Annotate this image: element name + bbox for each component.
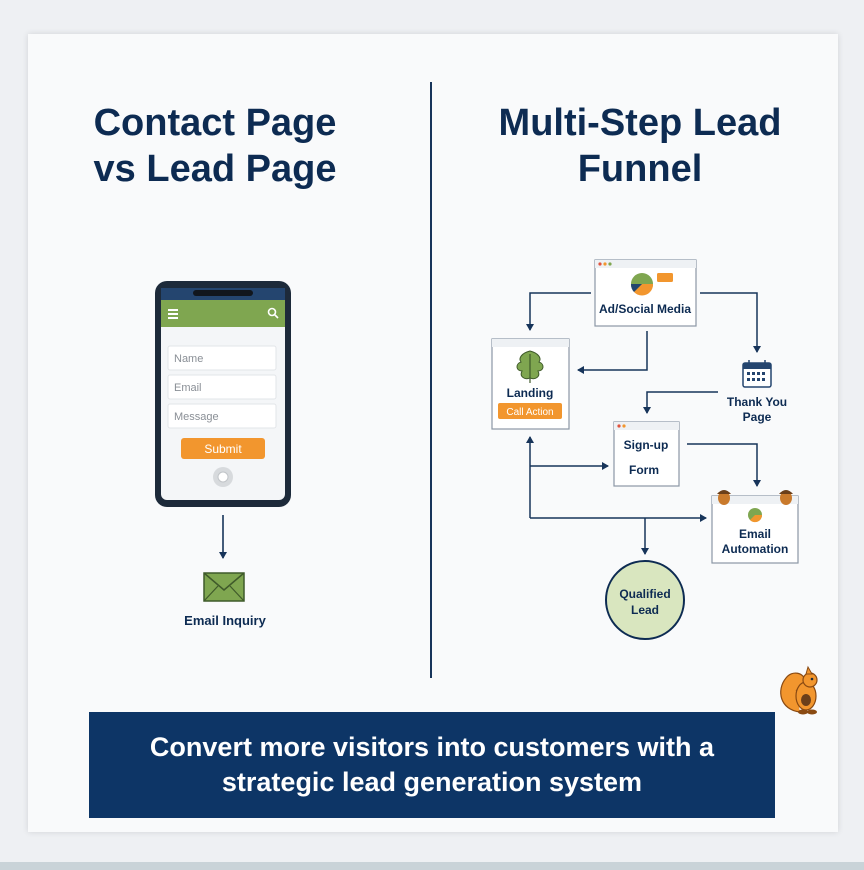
qualified-label-line1: Qualified xyxy=(619,587,670,601)
thank-you-label-line1: Thank You xyxy=(727,395,787,409)
ad-social-label: Ad/Social Media xyxy=(599,302,691,316)
left-title-line1: Contact Page xyxy=(93,102,337,144)
left-title: Contact Page vs Lead Page xyxy=(60,100,370,192)
home-button[interactable] xyxy=(213,467,233,487)
email-automation-label-line2: Automation xyxy=(722,542,789,556)
signup-form-node: Sign-up Form xyxy=(613,421,680,487)
right-title: Multi-Step Lead Funnel xyxy=(470,100,810,192)
phone-mockup: Name Email Message Submit xyxy=(155,281,291,507)
right-title-line1: Multi-Step Lead xyxy=(498,102,782,144)
squirrel-icon xyxy=(780,665,818,715)
ad-to-landing-arrow xyxy=(526,292,591,331)
thankyou-to-signup-arrow xyxy=(643,391,718,414)
message-field-placeholder: Message xyxy=(174,411,219,423)
panel-divider xyxy=(430,82,432,678)
landing-label: Landing xyxy=(507,386,554,400)
pie-chart-icon xyxy=(748,508,763,523)
qualified-lead-node: Qualified Lead xyxy=(605,560,685,640)
oak-leaf-icon xyxy=(516,350,544,383)
acorn-icon xyxy=(717,490,731,505)
submit-button-label: Submit xyxy=(204,442,242,456)
email-inquiry-label: Email Inquiry xyxy=(184,613,266,628)
ad-to-thankyou-arrow xyxy=(700,292,761,353)
email-field-placeholder: Email xyxy=(174,382,202,394)
call-action-button[interactable]: Call Action xyxy=(498,403,562,419)
banner-text: Convert more visitors into customers wit… xyxy=(149,732,715,797)
search-icon[interactable] xyxy=(267,307,279,319)
email-automation-label-line1: Email xyxy=(739,527,771,541)
ad-social-node: Ad/Social Media xyxy=(594,259,697,327)
thank-you-label-line2: Page xyxy=(743,410,772,424)
left-title-line2: vs Lead Page xyxy=(93,148,337,190)
signup-label-line2: Form xyxy=(629,463,659,477)
signup-label-line1: Sign-up xyxy=(624,438,669,452)
email-field[interactable]: Email xyxy=(167,374,277,400)
right-title-line2: Funnel xyxy=(577,148,703,190)
phone-header-bar xyxy=(161,300,285,327)
signup-to-email-arrow xyxy=(687,443,761,487)
call-to-action-banner: Convert more visitors into customers wit… xyxy=(89,712,775,818)
submit-button[interactable]: Submit xyxy=(181,438,265,459)
calendar-icon xyxy=(742,360,772,388)
landing-node: Landing Call Action xyxy=(491,338,570,430)
call-action-label: Call Action xyxy=(506,407,553,418)
envelope-icon xyxy=(203,572,245,602)
qualified-label-line2: Lead xyxy=(631,603,659,617)
message-field[interactable]: Message xyxy=(167,403,277,429)
pie-chart-icon xyxy=(630,273,654,296)
acorn-icon xyxy=(779,490,793,505)
name-field[interactable]: Name xyxy=(167,345,277,371)
name-field-placeholder: Name xyxy=(174,353,203,365)
email-automation-node: Email Automation xyxy=(711,495,799,564)
ad-return-to-landing-arrow xyxy=(577,331,648,374)
menu-icon[interactable] xyxy=(168,309,178,319)
bottom-strip xyxy=(0,862,864,870)
